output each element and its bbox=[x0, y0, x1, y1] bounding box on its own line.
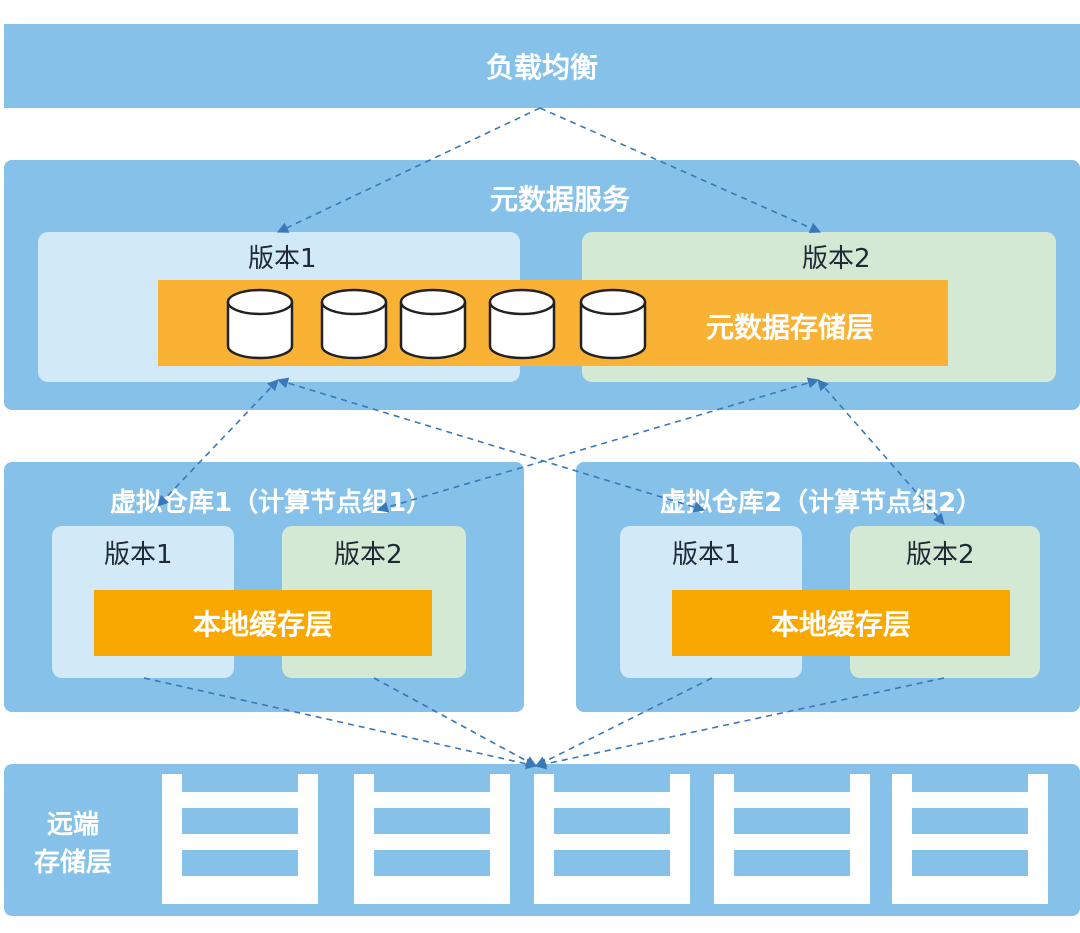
database-icon bbox=[488, 288, 556, 360]
database-icon bbox=[579, 288, 647, 360]
warehouse-2-version2-label: 版本2 bbox=[906, 540, 975, 570]
storage-shelf-icon bbox=[354, 774, 510, 904]
storage-shelf-icon bbox=[534, 774, 690, 904]
virtual-warehouse-2-title: 虚拟仓库2（计算节点组2） bbox=[660, 488, 983, 518]
storage-shelf-icon bbox=[892, 774, 1048, 904]
warehouse-1-version2-label: 版本2 bbox=[334, 540, 403, 570]
database-icon bbox=[226, 288, 294, 360]
metadata-storage-label: 元数据存储层 bbox=[706, 311, 875, 344]
remote-storage-line1: 远端 bbox=[46, 810, 99, 840]
remote-storage-line2: 存储层 bbox=[33, 848, 112, 878]
metadata-version2-label: 版本2 bbox=[802, 244, 871, 274]
load-balancer-bar: 负载均衡 bbox=[4, 24, 1080, 108]
warehouse-2-local-cache: 本地缓存层 bbox=[672, 590, 1010, 656]
warehouse-1-version1-label: 版本1 bbox=[104, 540, 173, 570]
database-icon bbox=[320, 288, 388, 360]
warehouse-1-cache-label: 本地缓存层 bbox=[192, 608, 333, 641]
virtual-warehouse-1-title: 虚拟仓库1（计算节点组1） bbox=[110, 488, 433, 518]
load-balancer-label: 负载均衡 bbox=[485, 51, 598, 84]
warehouse-1-local-cache: 本地缓存层 bbox=[94, 590, 432, 656]
storage-shelf-icon bbox=[714, 774, 870, 904]
storage-shelf-icon bbox=[162, 774, 318, 904]
metadata-version1-label: 版本1 bbox=[248, 244, 317, 274]
warehouse-2-version1-label: 版本1 bbox=[672, 540, 741, 570]
warehouse-2-cache-label: 本地缓存层 bbox=[770, 608, 911, 641]
remote-storage-label: 远端 存储层 bbox=[28, 806, 118, 882]
database-icon bbox=[399, 288, 467, 360]
